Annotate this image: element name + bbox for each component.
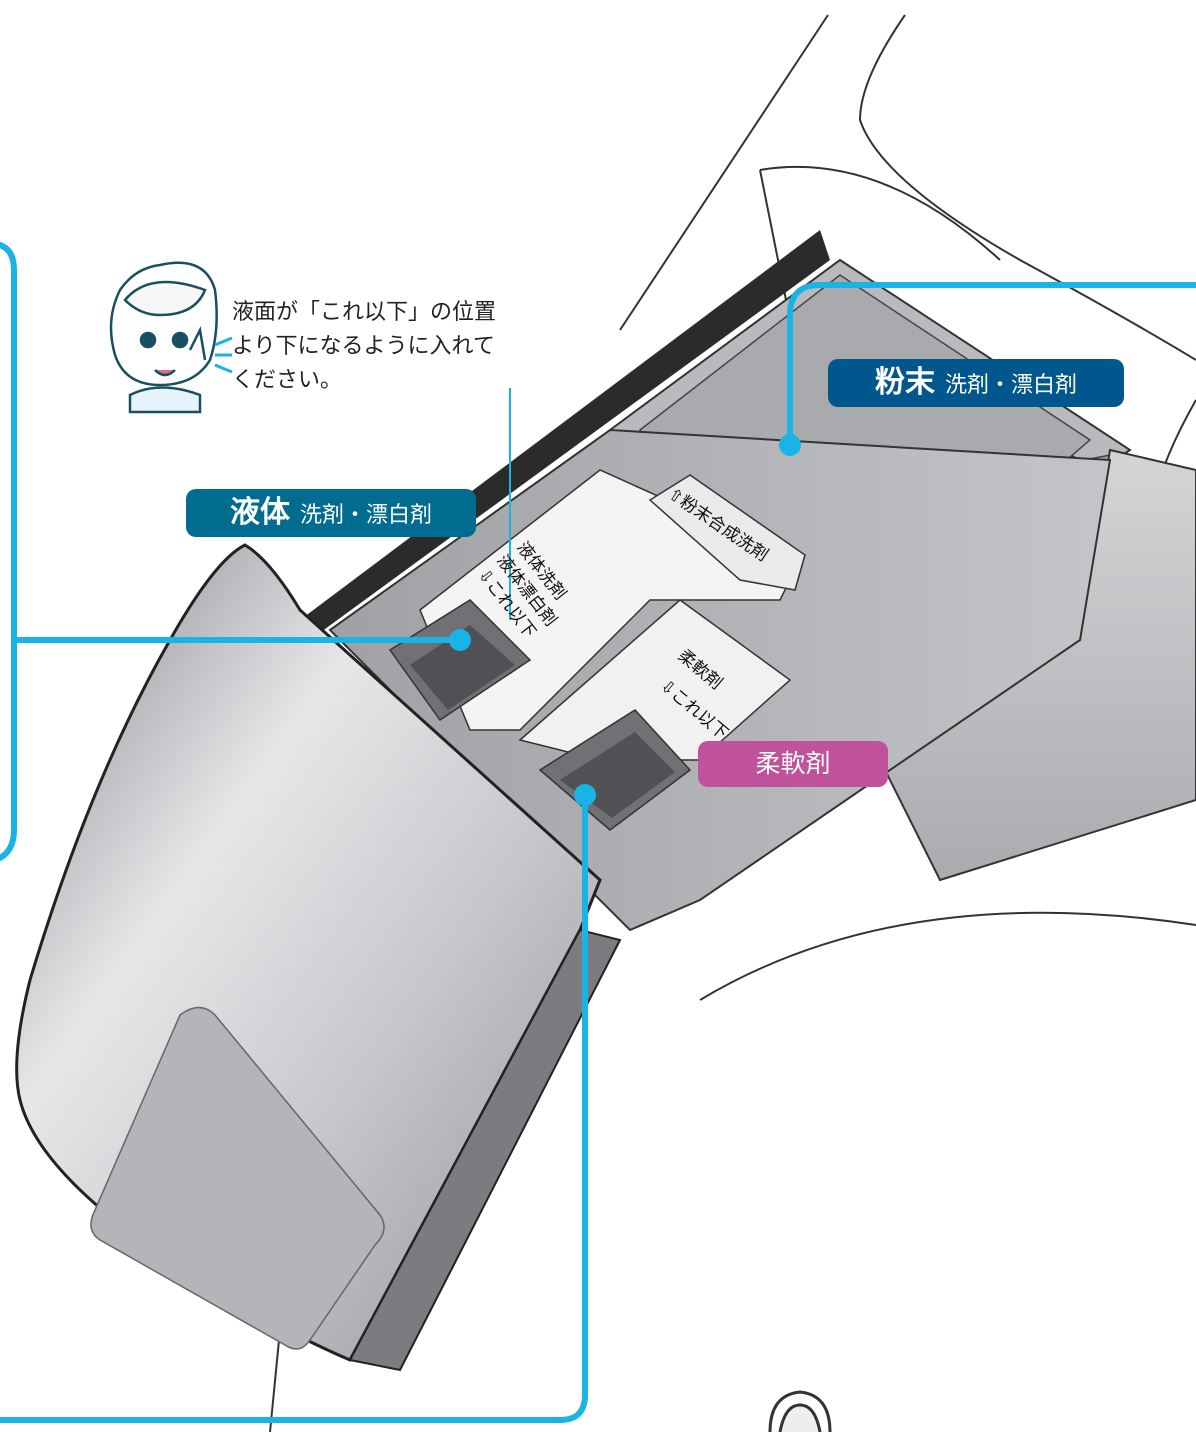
- label-powder-bold: 粉末: [874, 365, 935, 400]
- leader-powder: [787, 282, 1196, 448]
- leader-liquid-bracket: [0, 242, 17, 861]
- drawer-handle-recess: [90, 1006, 385, 1350]
- label-liquid-bold: 液体: [229, 495, 290, 530]
- label-liquid: 液体 洗剤・漂白剤: [186, 489, 476, 537]
- note-line-1: 液面が「これ以下」の位置: [232, 300, 497, 325]
- dot-powder: [779, 434, 801, 456]
- dot-liquid: [449, 629, 471, 651]
- dot-softener: [574, 784, 596, 806]
- housing-edge: [300, 230, 830, 640]
- usage-note: 液面が「これ以下」の位置 より下になるように入れて ください。: [232, 296, 572, 398]
- label-powder: 粉末 洗剤・漂白剤: [828, 359, 1124, 407]
- note-line-3: ください。: [232, 368, 343, 393]
- woman-pointing-icon: [109, 261, 218, 414]
- emphasis-marks: [214, 336, 233, 374]
- machine-outline: [269, 14, 1196, 1432]
- label-powder-rest: 洗剤・漂白剤: [944, 373, 1077, 398]
- label-liquid-rest: 洗剤・漂白剤: [299, 503, 432, 528]
- small-figure-icon: [768, 1390, 832, 1432]
- leader-lines: [0, 242, 1196, 1423]
- label-softener-text: 柔軟剤: [755, 749, 831, 778]
- leader-softener: [0, 792, 588, 1423]
- note-line-2: より下になるように入れて: [232, 334, 495, 359]
- label-softener: 柔軟剤: [698, 741, 888, 787]
